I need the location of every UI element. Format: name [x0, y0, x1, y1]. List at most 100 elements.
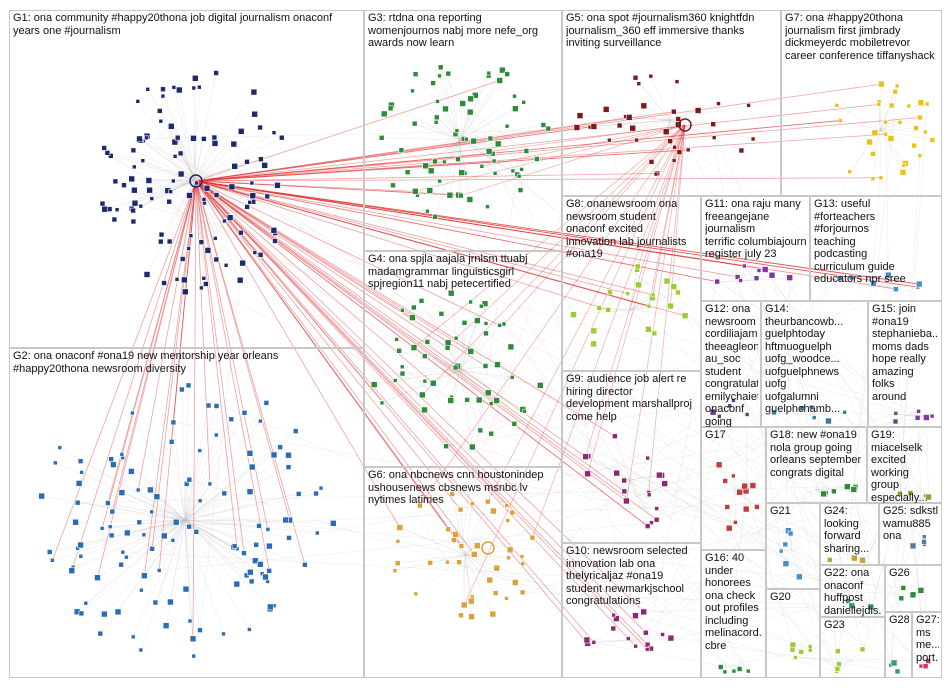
edge — [429, 139, 461, 191]
node-g10 — [610, 625, 617, 632]
node-g5 — [674, 79, 680, 84]
node-g5 — [671, 158, 677, 163]
edge — [666, 131, 874, 284]
node-g8 — [607, 289, 613, 296]
edge — [184, 519, 235, 547]
group-box-g17: G17 — [701, 427, 766, 550]
edge — [170, 519, 186, 603]
group-box-g5: G5: ona spot #journalism360 knightfdn jo… — [562, 10, 781, 196]
edge — [492, 277, 840, 615]
node-g4 — [453, 335, 459, 341]
edge — [199, 280, 241, 631]
node-g17 — [736, 488, 743, 496]
edge — [459, 365, 486, 371]
edge — [52, 519, 186, 561]
node-g2 — [231, 543, 238, 549]
node-g1 — [179, 256, 186, 262]
group-box-g23: G23 — [820, 617, 885, 678]
node-g2 — [213, 403, 220, 409]
node-g21 — [787, 530, 794, 537]
edge — [733, 475, 736, 491]
edge — [874, 283, 920, 286]
node-g3 — [422, 162, 430, 170]
hub-edge — [173, 180, 197, 423]
edge — [434, 139, 461, 217]
edge — [194, 143, 216, 181]
edge — [614, 436, 631, 481]
node-g6 — [395, 539, 401, 544]
node-g2 — [156, 568, 162, 573]
edge — [464, 520, 509, 556]
edge — [643, 105, 671, 121]
node-g1 — [231, 163, 238, 170]
node-g1 — [274, 182, 281, 189]
node-g2 — [124, 529, 131, 537]
edge — [189, 479, 516, 583]
node-g1 — [132, 164, 137, 170]
group-label-g12: G12: ona newsroom cordiliajames theeagle… — [705, 303, 758, 428]
node-g3 — [487, 135, 494, 142]
edge — [169, 201, 735, 672]
edge — [144, 519, 186, 576]
edge — [107, 502, 186, 521]
node-g2 — [246, 488, 254, 496]
node-g3 — [466, 108, 474, 116]
node-g4 — [484, 389, 492, 397]
edge — [131, 178, 196, 181]
edge — [252, 195, 849, 602]
node-g6 — [456, 559, 462, 566]
node-g1 — [261, 162, 269, 169]
edge — [459, 369, 481, 431]
node-g9 — [661, 480, 669, 487]
node-g4 — [483, 321, 489, 326]
node-g26 — [909, 591, 917, 599]
node-g6 — [470, 501, 475, 506]
edge — [132, 179, 196, 211]
node-g16 — [745, 668, 751, 674]
hub-edge — [460, 124, 686, 196]
edge — [464, 554, 472, 617]
group-box-g11: G11: ona raju many freeangejane journali… — [701, 196, 810, 301]
edge — [464, 554, 496, 594]
node-g7 — [917, 99, 925, 106]
node-g2 — [270, 451, 278, 459]
node-g3 — [404, 169, 411, 175]
edge — [439, 180, 749, 672]
node-g2 — [257, 560, 264, 568]
node-g3 — [411, 188, 419, 195]
group-box-g19: G19: miacelselk excited working group es… — [867, 427, 942, 504]
edge — [381, 369, 461, 404]
node-g1 — [138, 203, 144, 209]
hub-edge — [195, 180, 649, 307]
edge — [184, 491, 251, 521]
edge — [110, 155, 895, 664]
hub-edge — [195, 180, 648, 527]
group-box-g4: G4: ona spjla aajala jrnlsm ttuabj madam… — [364, 251, 562, 467]
group-label-g3: G3: rtdna ona reporting womenjournos nab… — [368, 12, 538, 49]
node-g6 — [489, 507, 497, 515]
edge — [126, 519, 186, 558]
node-g1 — [237, 128, 245, 135]
node-g6 — [458, 612, 464, 619]
edge — [879, 129, 933, 141]
group-box-g25: G25: sdkstl wamu885 ona — [879, 503, 942, 565]
edge — [194, 138, 205, 181]
edge — [459, 369, 480, 401]
hub-edge — [195, 180, 686, 317]
edge — [194, 179, 209, 251]
node-g8 — [590, 327, 598, 335]
node-g5 — [716, 101, 721, 106]
edge — [593, 639, 631, 643]
node-g3 — [412, 71, 419, 77]
node-g5 — [640, 102, 648, 110]
node-g6 — [445, 559, 450, 565]
node-g1 — [211, 134, 218, 141]
node-g20 — [793, 655, 798, 660]
node-g2 — [179, 386, 185, 393]
node-g14 — [811, 415, 817, 420]
hub-node — [481, 541, 495, 555]
edge — [669, 119, 689, 151]
edge — [635, 77, 671, 121]
node-g3 — [492, 171, 498, 176]
edge — [104, 519, 186, 615]
